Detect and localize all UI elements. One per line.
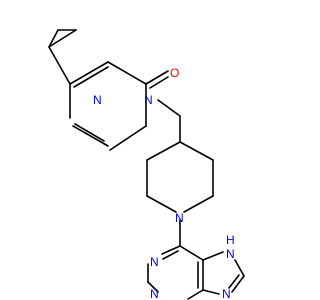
atom-piperidine-n: N: [175, 211, 184, 225]
piperidine-ring: [146, 141, 214, 213]
atom-purine-n-left: N: [150, 287, 159, 300]
atom-carbonyl-oxygen: O: [170, 66, 179, 80]
atom-labels: O N N N N N H N N: [93, 66, 235, 300]
atom-imidazole-n: N: [222, 287, 231, 300]
bond-n-ch2: [157, 99, 181, 117]
molecule-svg: O N N N N N H N N: [48, 29, 245, 300]
atom-imidazole-nh-n: N: [226, 247, 235, 261]
bond-carbonyl-double: [149, 76, 169, 89]
pyrimidinone-ring: [69, 61, 147, 151]
atom-purine-n-top: N: [150, 255, 159, 269]
molecule-structure: O N N N N N H N N: [48, 29, 245, 300]
atom-imidazole-nh: H: [226, 233, 235, 247]
bond-carbonyl: [145, 70, 169, 85]
atom-pyrimidinone-n3: N: [144, 93, 153, 107]
purine-pyrimidine-ring: [147, 245, 204, 300]
atom-pyrimidinone-n1: N: [93, 93, 102, 107]
bond-cyclopropyl-ring: [48, 46, 71, 85]
purine-imidazole-ring: [202, 251, 245, 295]
cyclopropyl-ring: [48, 29, 77, 48]
